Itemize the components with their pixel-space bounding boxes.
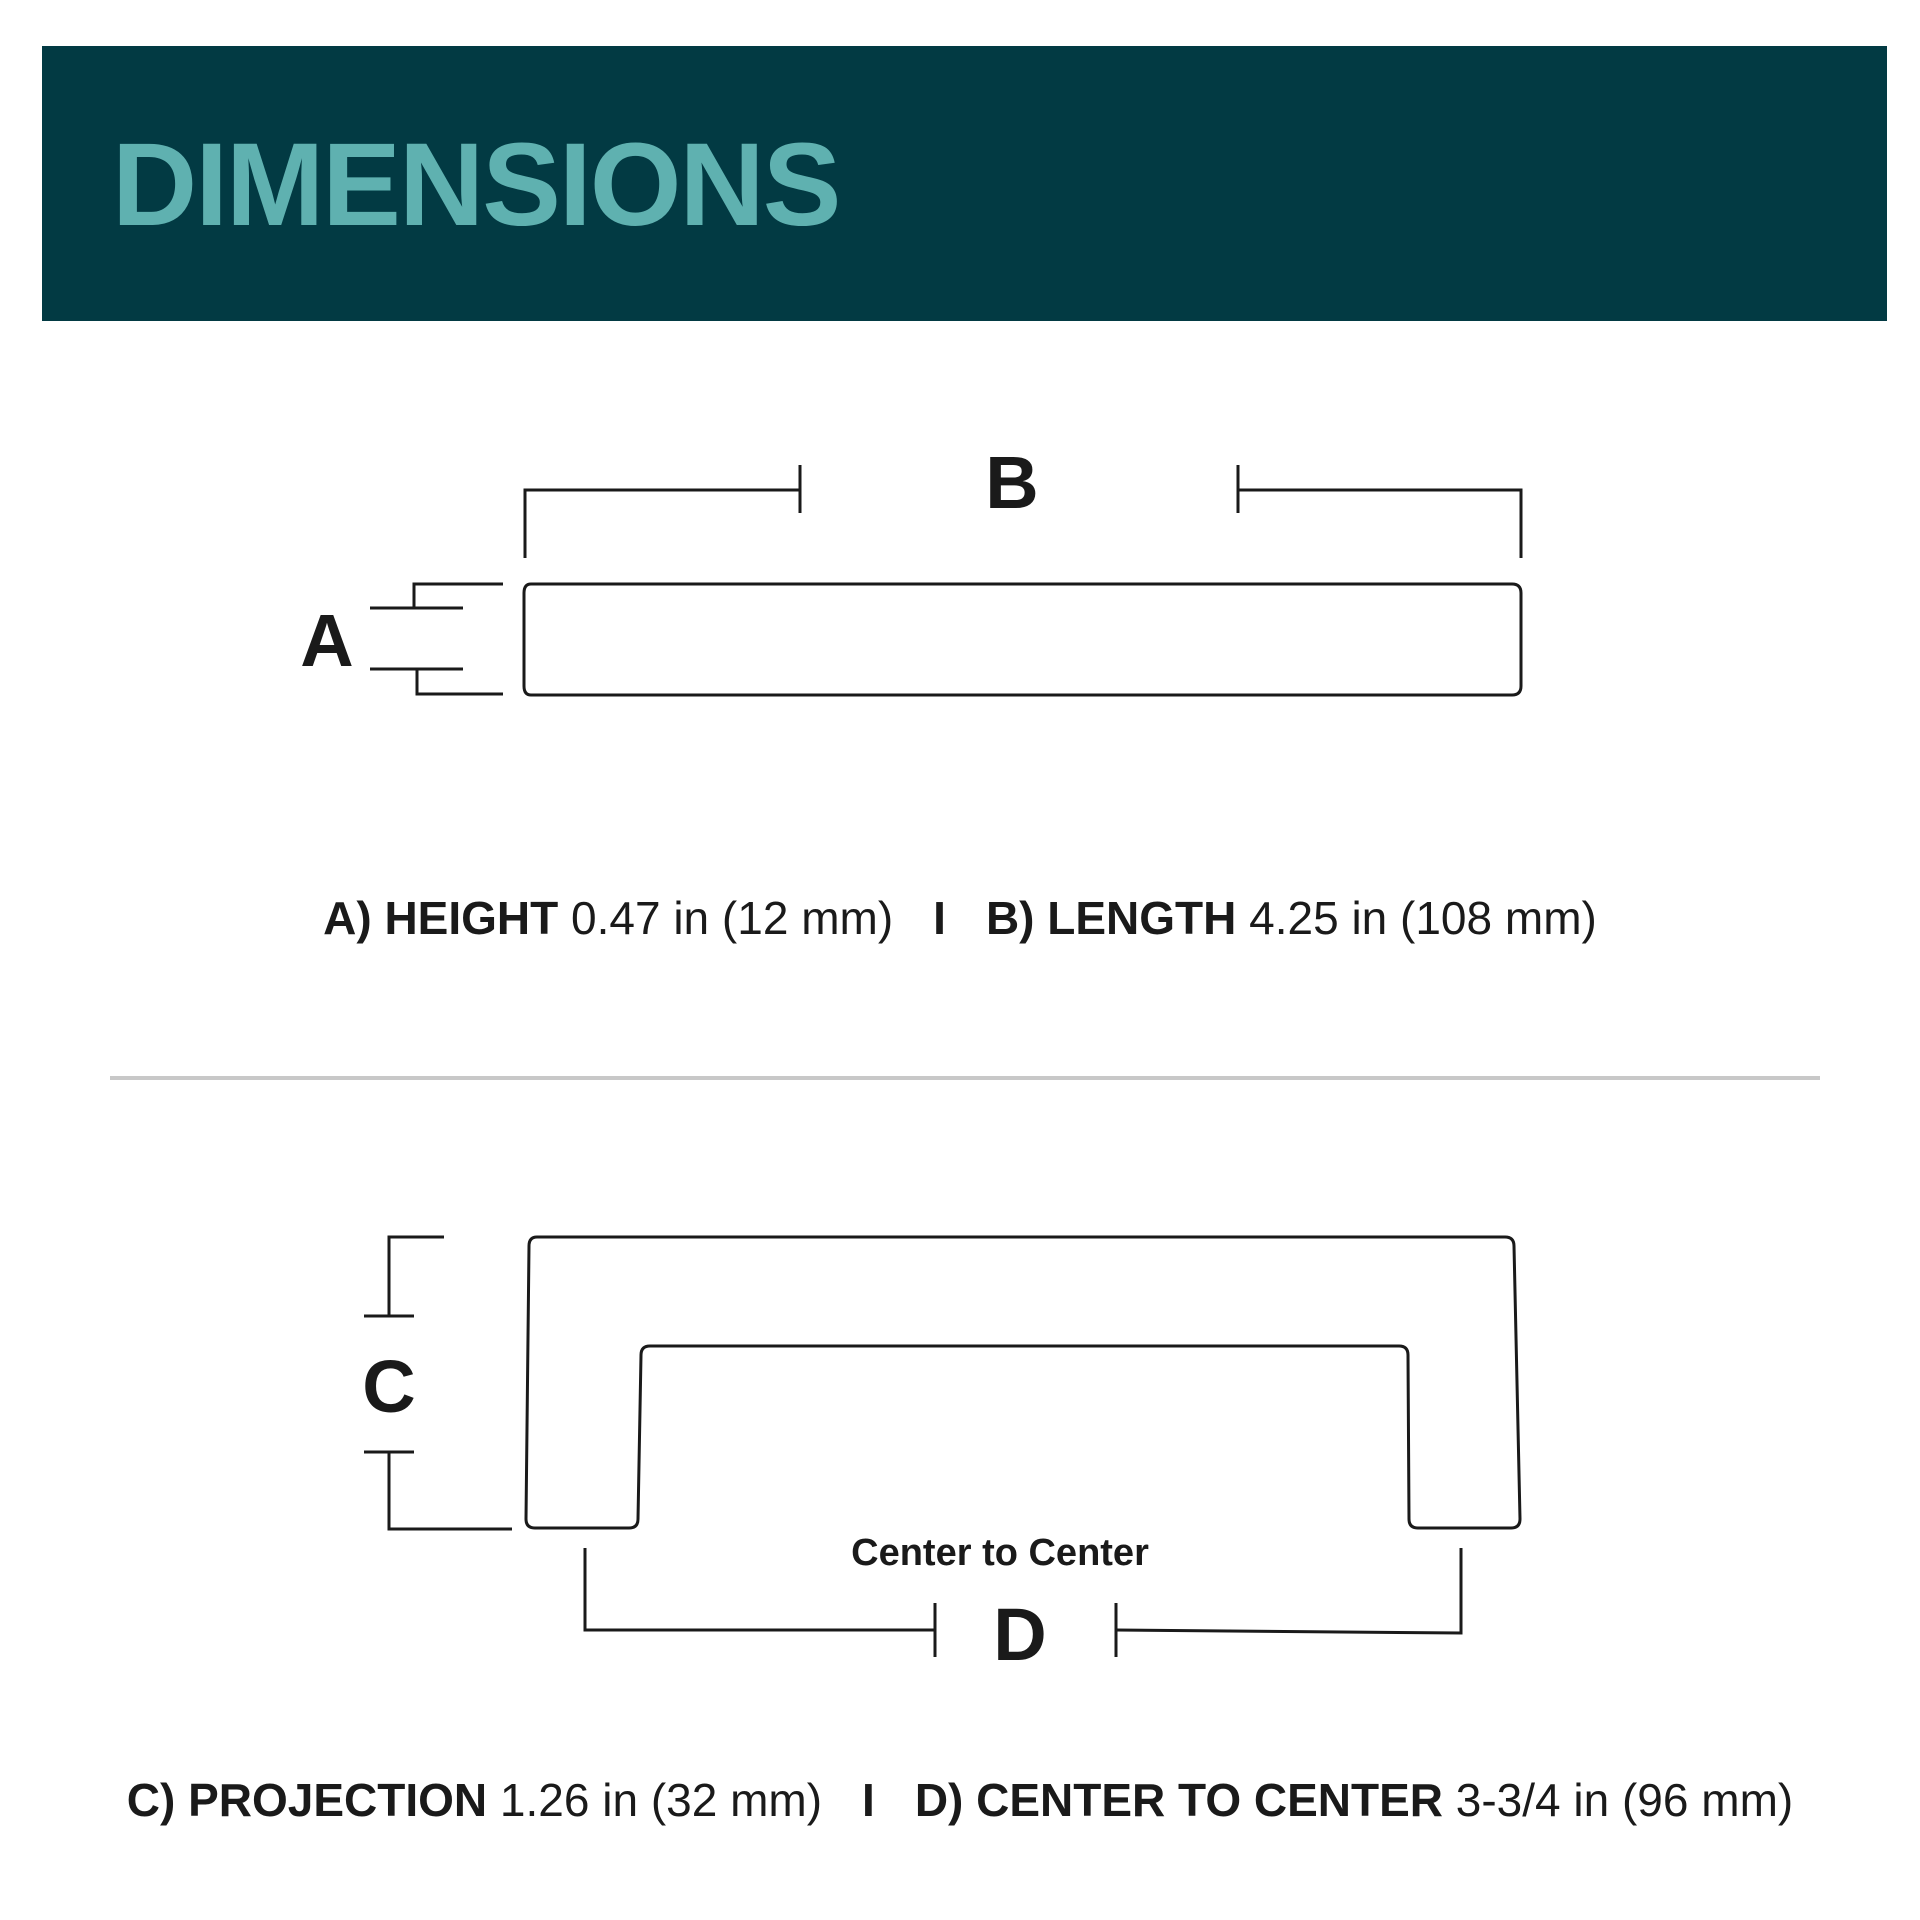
spec-line-bottom: C) PROJECTION 1.26 in (32 mm) I D) CENTER … (0, 1777, 1920, 1823)
page-title: DIMENSIONS (112, 119, 841, 251)
spec-a-value: 0.47 in (12 mm) (558, 892, 894, 944)
dimension-c-top-bracket (387, 1235, 444, 1316)
spec-b-label: B) LENGTH (985, 892, 1237, 944)
handle-top-view (522, 582, 1523, 697)
dimension-a-bottom-bracket (415, 669, 503, 696)
spec-b-value: 4.25 in (108 mm) (1236, 892, 1597, 944)
dimension-b-right-bracket (1238, 488, 1523, 558)
center-to-center-caption: Center to Center (851, 1532, 1149, 1574)
spec-d-value: 3-3/4 in (96 mm) (1443, 1774, 1794, 1826)
spec-a-label: A) HEIGHT (323, 892, 559, 944)
spec-c-value: 1.26 in (32 mm) (487, 1774, 823, 1826)
dimension-d-right-bracket (1115, 1548, 1463, 1635)
label-d: D (993, 1593, 1046, 1676)
dimension-c-bottom-bracket (387, 1452, 512, 1531)
spec-separator: I (933, 892, 946, 944)
section-divider (110, 1076, 1820, 1080)
spec-line-top: A) HEIGHT 0.47 in (12 mm) I B) LENGTH 4.25… (0, 895, 1920, 941)
label-c: C (362, 1345, 415, 1428)
spec-c-label: C) PROJECTION (126, 1774, 488, 1826)
label-b: B (985, 441, 1038, 524)
dimension-b-left-bracket (523, 488, 800, 558)
dimension-d-left-bracket (583, 1548, 935, 1632)
handle-side-view (524, 1235, 1522, 1530)
spec-d-label: D) CENTER TO CENTER (914, 1774, 1443, 1826)
label-a: A (300, 599, 353, 682)
dimension-a-top-bracket (412, 582, 503, 608)
header-banner: DIMENSIONS (42, 46, 1887, 321)
spec-separator: I (862, 1774, 875, 1826)
